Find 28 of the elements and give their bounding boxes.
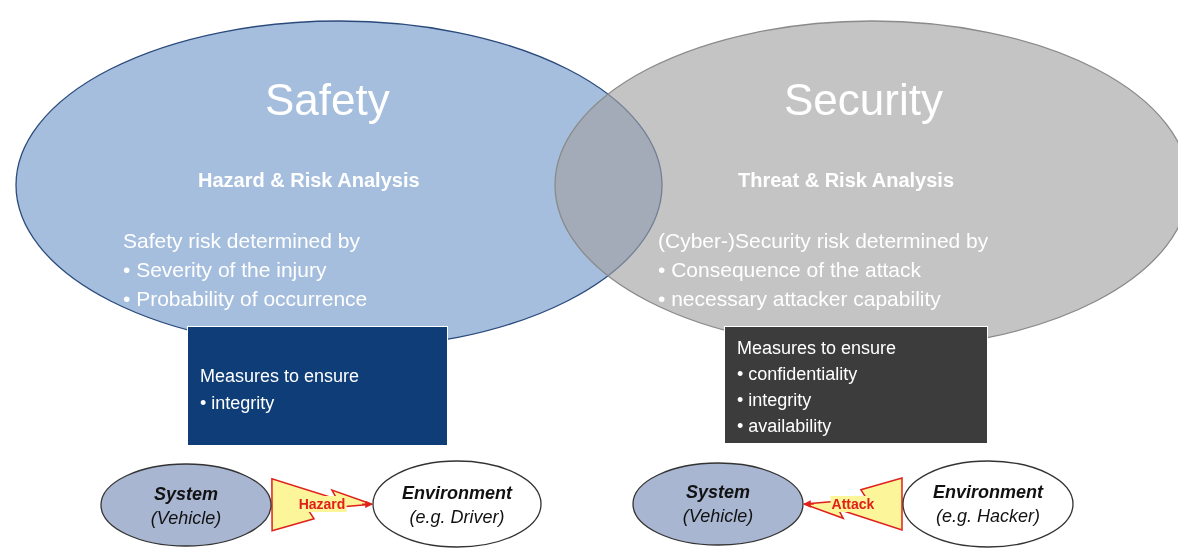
node-label: (e.g. Driver) bbox=[408, 508, 506, 526]
body-text: • integrity bbox=[200, 394, 275, 412]
body-text: • Consequence of the attack bbox=[658, 259, 922, 280]
body-text: • necessary attacker capability bbox=[658, 288, 941, 309]
body-text: • availability bbox=[737, 417, 832, 435]
body-text: • confidentiality bbox=[737, 365, 858, 383]
title-text: Security bbox=[784, 78, 943, 122]
node-label: Environment bbox=[932, 483, 1045, 501]
measures-box bbox=[187, 326, 448, 446]
body-text: Measures to ensure bbox=[200, 367, 360, 385]
body-text: Safety risk determined by bbox=[123, 230, 360, 251]
body-text: • Severity of the injury bbox=[123, 259, 327, 280]
body-text: • integrity bbox=[737, 391, 812, 409]
measures-box bbox=[724, 326, 988, 444]
body-text: Measures to ensure bbox=[737, 339, 897, 357]
node-label: (Vehicle) bbox=[681, 507, 755, 525]
heading-text: Threat & Risk Analysis bbox=[738, 170, 954, 190]
body-text: (Cyber-)Security risk determined by bbox=[658, 230, 989, 251]
body-text: • Probability of occurrence bbox=[123, 288, 368, 309]
node-label: (e.g. Hacker) bbox=[935, 507, 1041, 525]
heading-text: Hazard & Risk Analysis bbox=[198, 170, 420, 190]
edge-label: Attack bbox=[830, 496, 876, 512]
node-label: System bbox=[684, 483, 751, 501]
node-label: System bbox=[152, 485, 219, 503]
title-text: Safety bbox=[265, 78, 390, 122]
node-label: (Vehicle) bbox=[149, 509, 223, 527]
node-label: Environment bbox=[401, 484, 514, 502]
edge-label: Hazard bbox=[297, 496, 347, 513]
